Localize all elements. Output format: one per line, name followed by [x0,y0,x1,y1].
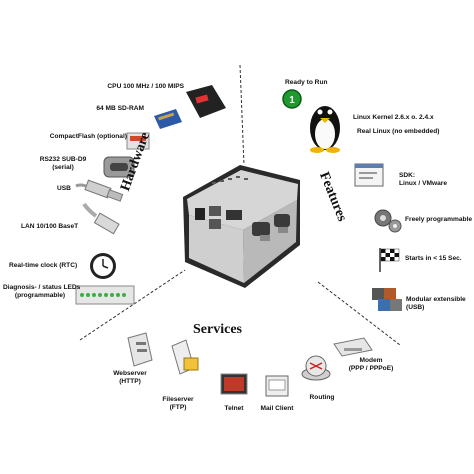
cpu-chip-icon [186,85,226,118]
label-compactflash: CompactFlash (optional) [49,133,127,140]
label-rtc: Real-time clock (RTC) [9,262,78,269]
label-real-linux: Real Linux (no embedded) [357,128,440,135]
cubes-icon [372,288,402,311]
label-lan: LAN 10/100 BaseT [21,223,79,230]
label-modem: Modem (PPP / PPPoE) [338,357,404,373]
label-webserver-sub: (HTTP) [119,378,141,385]
clock-icon [90,253,116,279]
label-ram: 64 MB SD-RAM [96,105,144,112]
label-modular-main: Modular extensible [406,296,466,303]
label-telnet: Telnet [224,405,244,412]
label-routing: Routing [309,394,335,401]
label-starts-in: Starts in < 15 Sec. [405,255,462,262]
ethernet-cable-icon [82,202,120,235]
webserver-icon [127,332,153,367]
section-title-services: Services [193,322,242,337]
label-modular-sub: (USB) [406,304,425,311]
central-device-icon [183,165,300,288]
power-button-icon: 1 [282,89,302,109]
divider-left [79,269,186,341]
compactflash-card-icon [126,132,150,150]
label-fileserver-main: Fileserver [162,396,194,403]
usb-plug-icon [75,179,124,202]
label-linux-kernel: Linux Kernel 2.6.x o. 2.4.x [353,114,434,121]
label-diagnosis-sub: (programmable) [14,292,66,299]
checkered-flag-icon [379,248,400,272]
label-mail-client: Mail Client [260,405,294,412]
modem-icon [333,337,373,357]
ram-module-icon [154,109,182,129]
section-dividers [79,64,401,346]
sdk-window-icon [354,163,384,187]
label-rs232-sub: (serial) [52,164,74,171]
label-modem-sub: (PPP / PPPoE) [348,365,394,372]
tux-penguin-icon [310,106,340,153]
label-usb: USB [57,185,71,192]
serial-port-icon [103,156,135,178]
label-ready-to-run: Ready to Run [285,79,328,86]
label-webserver-main: Webserver [113,370,147,377]
divider-right [317,281,401,346]
label-freely-programmable: Freely programmable [405,216,473,223]
label-modular-extensible: Modular extensible (USB) [406,296,466,312]
mail-client-icon [265,375,289,397]
fileserver-icon [171,339,199,375]
label-sdk: SDK: Linux / VMware [399,172,447,188]
label-diagnosis-leds: Diagnosis- / status LEDs (programmable) [3,284,81,300]
router-icon [301,355,331,381]
telnet-terminal-icon [220,373,248,395]
label-webserver: Webserver (HTTP) [104,370,156,386]
svg-text:1: 1 [289,95,295,106]
label-fileserver-sub: (FTP) [169,404,187,411]
label-fileserver: Fileserver (FTP) [152,396,204,412]
label-modem-main: Modem [359,357,383,364]
divider-top [239,64,245,166]
label-sdk-main: SDK: [399,172,416,179]
label-rs232: RS232 SUB-D9 (serial) [26,156,100,172]
label-rs232-main: RS232 SUB-D9 [39,156,87,163]
gears-icon [374,209,402,233]
label-cpu: CPU 100 MHz / 100 MIPS [107,83,184,90]
label-diagnosis-main: Diagnosis- / status LEDs [3,284,81,291]
status-led-board-icon [75,285,135,305]
label-sdk-sub: Linux / VMware [399,180,447,187]
